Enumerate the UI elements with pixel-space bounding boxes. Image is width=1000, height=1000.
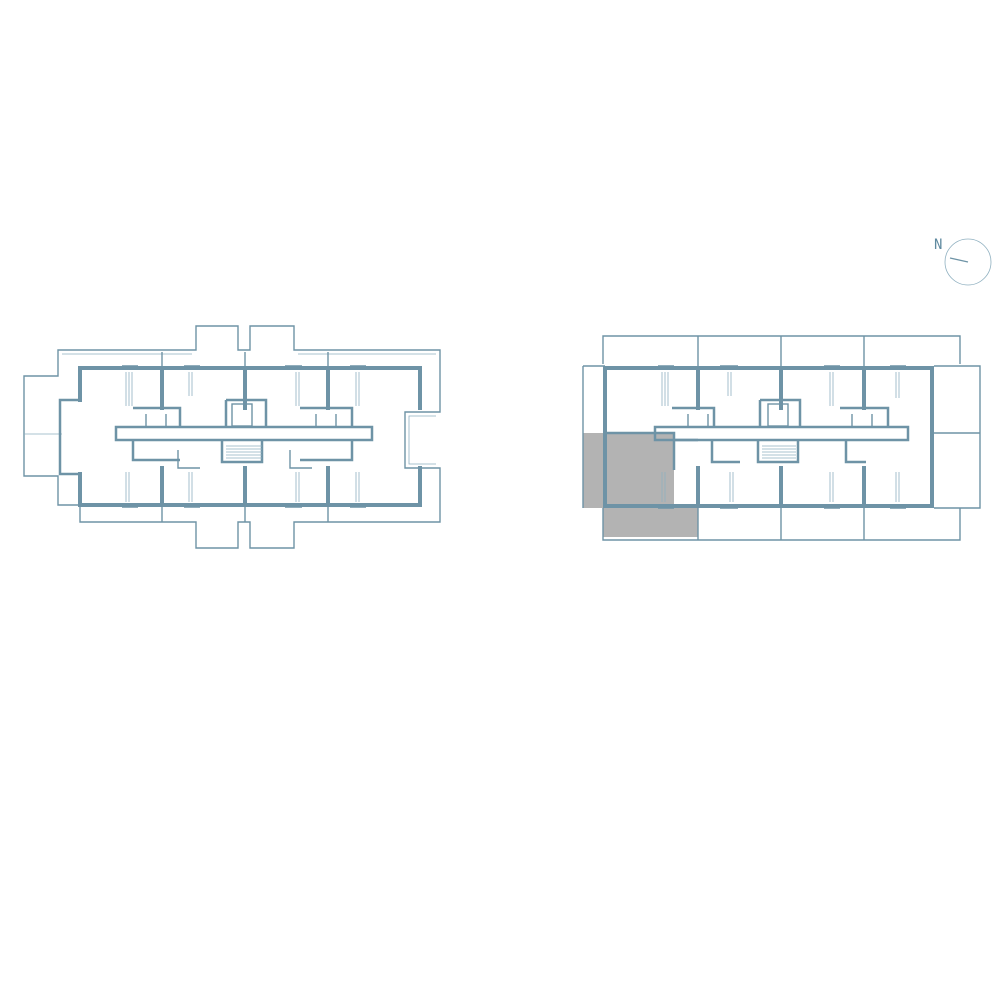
left-kitchens bbox=[125, 372, 360, 502]
right-corridor bbox=[653, 425, 910, 442]
compass-circle bbox=[944, 238, 992, 286]
left-partitions bbox=[131, 352, 354, 522]
right-partitions bbox=[605, 366, 890, 508]
left-west-bay bbox=[58, 398, 80, 476]
right-windows bbox=[658, 365, 906, 509]
right-east-balcony bbox=[934, 365, 981, 509]
highlighted-apartment[interactable] bbox=[583, 433, 698, 537]
left-windows bbox=[122, 365, 422, 508]
right-exterior-wall bbox=[603, 366, 934, 508]
compass-needle bbox=[949, 257, 969, 263]
left-balcony-outline bbox=[23, 325, 441, 549]
right-west-balcony bbox=[582, 365, 605, 508]
compass-north-label: N bbox=[934, 237, 942, 253]
left-floor-plan[interactable] bbox=[23, 325, 441, 549]
left-inner-balcony-line bbox=[24, 353, 436, 465]
right-floor-plan[interactable] bbox=[582, 335, 981, 541]
right-balcony-dividers bbox=[697, 336, 865, 540]
north-compass: N bbox=[934, 237, 992, 286]
left-corridor bbox=[114, 425, 374, 442]
right-stairs bbox=[762, 403, 796, 459]
right-kitchens bbox=[661, 372, 900, 502]
left-stairs bbox=[226, 403, 262, 459]
left-exterior-wall bbox=[78, 366, 422, 507]
